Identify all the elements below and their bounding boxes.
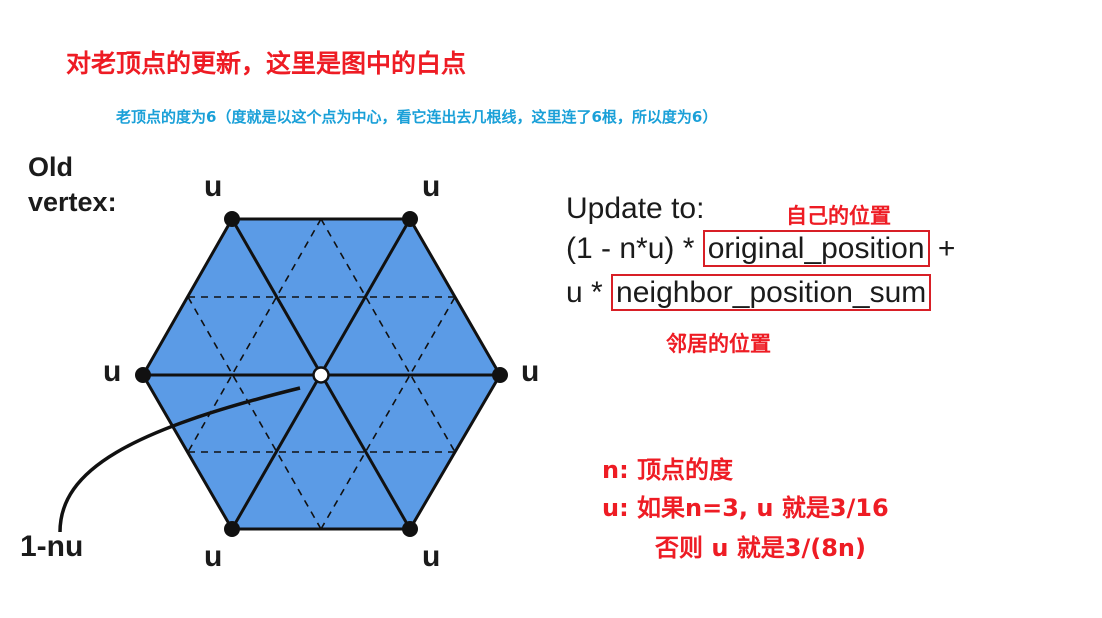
neighbor-vertex: [402, 521, 418, 537]
neighbor-vertex: [224, 211, 240, 227]
old-vertex-label: Old vertex:: [28, 152, 117, 218]
original-position-box: original_position: [702, 230, 930, 267]
original-position-note: 自己的位置: [786, 204, 891, 228]
weight-label-u: u: [204, 170, 223, 203]
formula-line-3: u * neighbor_position_sum: [566, 274, 932, 311]
update-heading: Update to:: [566, 192, 705, 225]
weight-label-u: u: [204, 540, 223, 573]
legend-u-otherwise: 否则 u 就是3/(8n): [655, 534, 866, 562]
neighbor-vertex: [492, 367, 508, 383]
center-vertex: [312, 366, 330, 384]
neighbor-vertex: [135, 367, 151, 383]
weight-label-u: u: [422, 540, 441, 573]
formula-weight-term: (1 - n*u) *: [566, 232, 703, 265]
legend-u-case-3: u: 如果n=3, u 就是3/16: [602, 494, 889, 522]
degree-explanation: 老顶点的度为6（度就是以这个点为中心，看它连出去几根线，这里连了6根，所以度为6…: [116, 108, 718, 126]
formula-u-term: u *: [566, 276, 612, 309]
formula-line-2: (1 - n*u) * original_position +: [566, 230, 956, 267]
neighbor-vertices: [135, 211, 508, 537]
formula-plus: +: [929, 232, 956, 265]
pointer-curve: [58, 386, 301, 533]
neighbor-sum-box: neighbor_position_sum: [611, 274, 932, 311]
neighbor-vertex: [224, 521, 240, 537]
weight-label-u: u: [103, 355, 122, 388]
center-weight-label: 1-nu: [20, 530, 84, 563]
weight-label-u: u: [422, 170, 441, 203]
neighbor-vertex: [402, 211, 418, 227]
page-title: 对老顶点的更新，这里是图中的白点: [66, 49, 467, 78]
weight-label-u: u: [521, 355, 540, 388]
neighbor-position-note: 邻居的位置: [666, 332, 771, 356]
legend-n: n: 顶点的度: [602, 456, 734, 484]
